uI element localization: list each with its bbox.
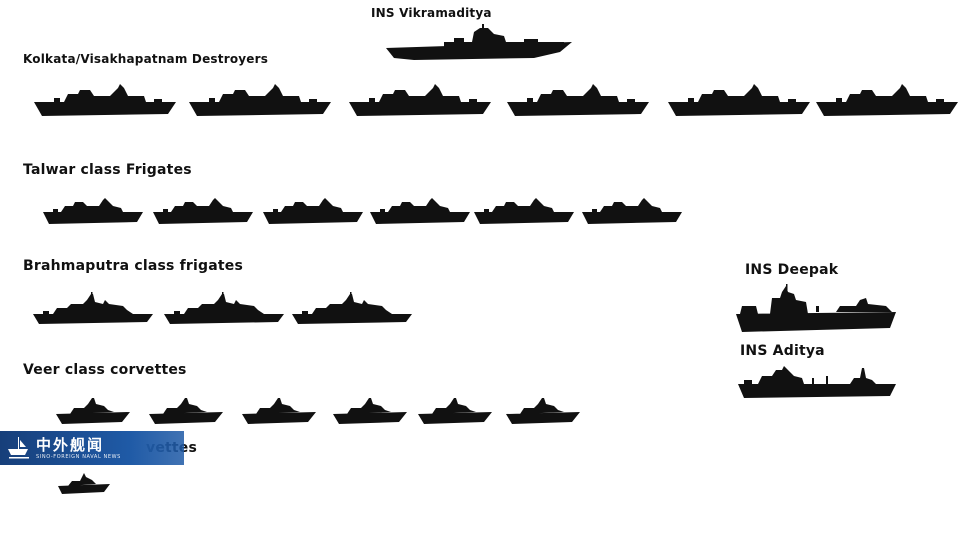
frigate-silhouette-icon bbox=[370, 196, 472, 226]
label-ins-deepak: INS Deepak bbox=[745, 262, 839, 278]
frigate-silhouette-icon bbox=[582, 196, 684, 226]
destroyer-silhouette-icon bbox=[507, 82, 651, 118]
corvette-silhouette-icon bbox=[333, 396, 409, 426]
frigate-silhouette-icon bbox=[292, 292, 414, 326]
destroyer-silhouette-icon bbox=[189, 82, 333, 118]
destroyer-silhouette-icon bbox=[816, 82, 960, 118]
corvette-silhouette-icon bbox=[506, 396, 582, 426]
label-veer-corvettes: Veer class corvettes bbox=[23, 362, 187, 378]
label-talwar-frigates: Talwar class Frigates bbox=[23, 162, 192, 178]
corvette-silhouette-icon bbox=[242, 396, 318, 426]
carrier-silhouette-icon bbox=[384, 24, 576, 64]
corvette-silhouette-icon bbox=[149, 396, 225, 426]
destroyer-silhouette-icon bbox=[349, 82, 493, 118]
label-ins-aditya: INS Aditya bbox=[740, 343, 825, 359]
watermark-banner: 中外舰闻 SINO-FOREIGN NAVAL NEWS bbox=[0, 431, 184, 465]
small-corvette-silhouette-icon bbox=[58, 472, 112, 496]
tanker-silhouette-icon bbox=[736, 284, 898, 334]
frigate-silhouette-icon bbox=[474, 196, 576, 226]
watermark-english-text: SINO-FOREIGN NAVAL NEWS bbox=[36, 454, 121, 460]
destroyer-silhouette-icon bbox=[34, 82, 178, 118]
label-brahmaputra-frigates: Brahmaputra class frigates bbox=[23, 258, 243, 274]
watermark-chinese-text: 中外舰闻 bbox=[36, 436, 105, 454]
frigate-silhouette-icon bbox=[43, 196, 145, 226]
replenishment-ship-silhouette-icon bbox=[738, 364, 898, 402]
label-destroyers: Kolkata/Visakhapatnam Destroyers bbox=[23, 52, 269, 66]
corvette-silhouette-icon bbox=[56, 396, 132, 426]
label-vikramaditya: INS Vikramaditya bbox=[371, 6, 492, 20]
destroyer-silhouette-icon bbox=[668, 82, 812, 118]
frigate-silhouette-icon bbox=[153, 196, 255, 226]
frigate-silhouette-icon bbox=[33, 292, 155, 326]
corvette-silhouette-icon bbox=[418, 396, 494, 426]
frigate-silhouette-icon bbox=[263, 196, 365, 226]
frigate-silhouette-icon bbox=[164, 292, 286, 326]
ship-logo-icon bbox=[6, 435, 32, 465]
